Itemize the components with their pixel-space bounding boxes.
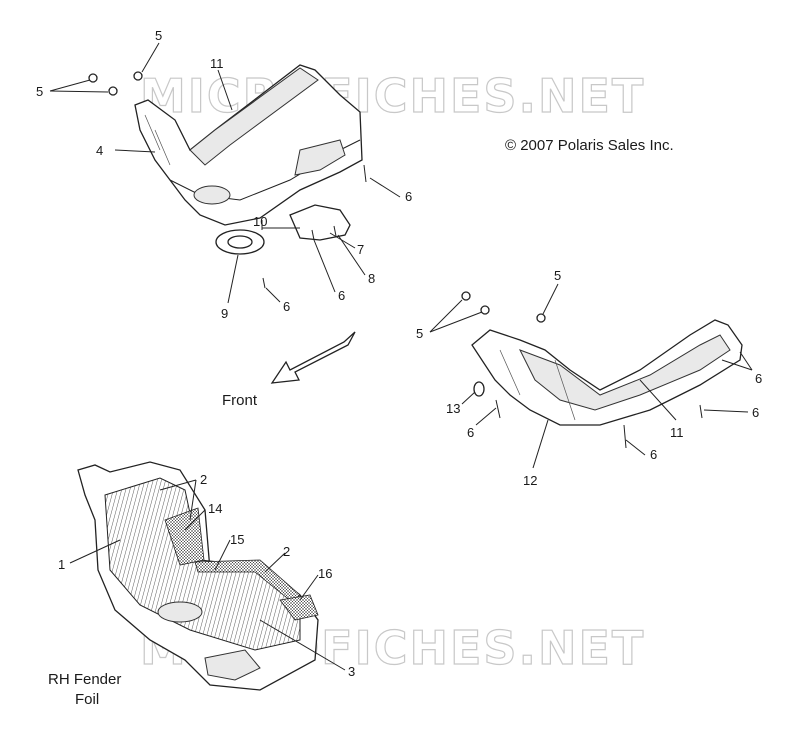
callout-15: 15 [230,532,244,547]
callout-6: 6 [650,447,657,462]
callout-14: 14 [208,501,222,516]
fasteners-top-left [88,71,367,289]
callout-6: 6 [283,299,290,314]
callout-11: 11 [670,425,684,440]
callout-7: 7 [357,242,364,257]
callout-5: 5 [36,84,43,99]
watermark-top: MICROFICHES.NET [140,69,645,123]
callout-6: 6 [467,425,474,440]
callout-5: 5 [155,28,162,43]
leaders-right [429,283,753,469]
part-7-flap [289,204,351,241]
callout-1: 1 [58,557,65,572]
callout-13: 13 [446,401,460,416]
leaders-foil [69,479,346,671]
leaders-top-left [49,42,401,304]
callout-2: 2 [200,472,207,487]
callout-5: 5 [554,268,561,283]
front-arrow [270,331,356,384]
callout-5: 5 [416,326,423,341]
callout-2: 2 [283,544,290,559]
callout-6: 6 [752,405,759,420]
callout-12: 12 [523,473,537,488]
callout-4: 4 [96,143,103,158]
callout-6: 6 [755,371,762,386]
copyright-text: © 2007 Polaris Sales Inc. [505,137,674,154]
assembly-label-line2: Foil [75,691,99,708]
lh-fender [134,64,363,226]
callout-3: 3 [348,664,355,679]
callout-11: 11 [210,56,224,71]
callout-9: 9 [221,306,228,321]
part-9-grommet [215,229,265,255]
callout-8: 8 [368,271,375,286]
callout-16: 16 [318,566,332,581]
callout-10: 10 [253,214,267,229]
callout-6: 6 [338,288,345,303]
callouts: 5 5 11 4 6 10 7 8 6 9 6 5 5 6 13 6 11 6 … [36,28,762,679]
callout-6: 6 [405,189,412,204]
fasteners-right [461,291,703,449]
rh-fender-foil [77,461,319,691]
assembly-label-line1: RH Fender [48,671,121,688]
rh-fender-outer [471,319,743,426]
front-label: Front [222,392,258,409]
